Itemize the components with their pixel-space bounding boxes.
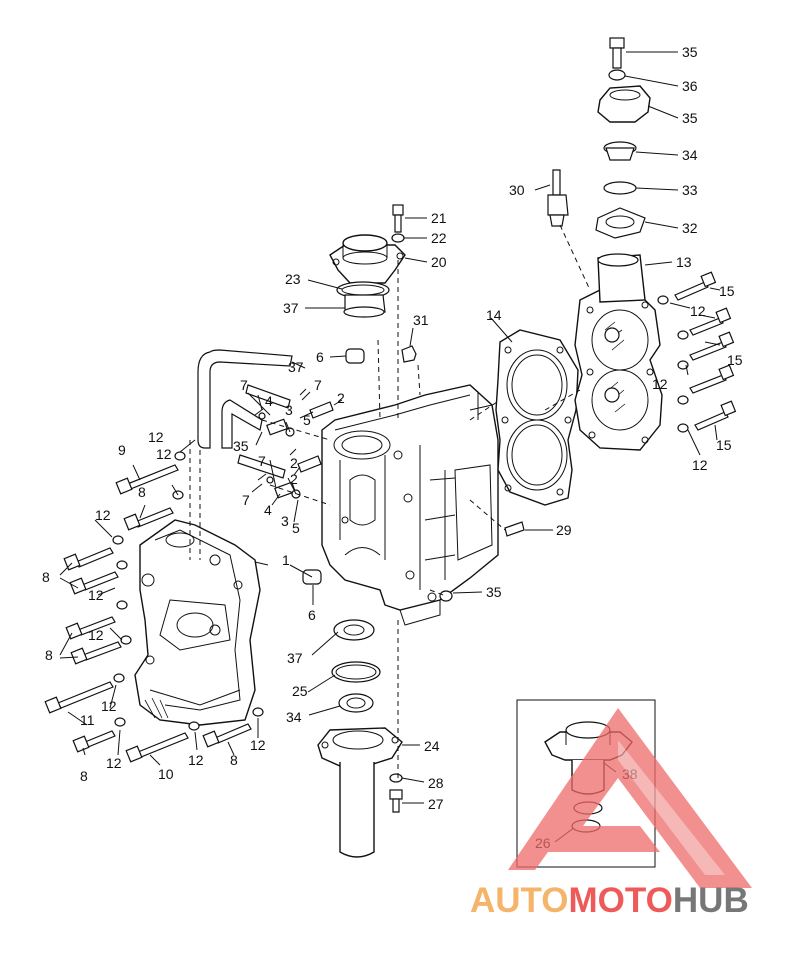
label-3-lower: 3 bbox=[281, 513, 289, 529]
label-12-l2: 12 bbox=[156, 446, 172, 462]
label-6-upper: 6 bbox=[316, 349, 324, 365]
label-32: 35 bbox=[682, 44, 698, 60]
cylinder-block bbox=[321, 384, 499, 626]
label-37-lower: 37 bbox=[287, 650, 303, 666]
label-17: 21 bbox=[431, 210, 447, 226]
label-20: 24 bbox=[424, 738, 440, 754]
cylinder-head bbox=[574, 253, 663, 451]
assembly-centerlines bbox=[189, 224, 591, 780]
label-30: 34 bbox=[682, 147, 698, 163]
label-8-a: 8 bbox=[138, 484, 146, 500]
label-29: 33 bbox=[682, 182, 698, 198]
label-35-right: 35 bbox=[486, 584, 502, 600]
label-13: 13 bbox=[676, 254, 692, 270]
label-26: 30 bbox=[509, 182, 525, 198]
crankcase-bolts bbox=[44, 451, 264, 763]
label-12-l4: 12 bbox=[88, 587, 104, 603]
label-8-c: 8 bbox=[45, 647, 53, 663]
label-7-c: 7 bbox=[258, 453, 266, 469]
label-12-r2: 12 bbox=[652, 376, 668, 392]
label-12-r3: 12 bbox=[692, 457, 708, 473]
label-34: 34 bbox=[286, 709, 302, 725]
label-4-upper: 4 bbox=[265, 393, 273, 409]
label-25: 29 bbox=[556, 522, 572, 538]
label-2-mid: 2 bbox=[290, 471, 298, 487]
thermostat-stack-right bbox=[547, 37, 651, 239]
label-10: 10 bbox=[158, 766, 174, 782]
label-16: 20 bbox=[431, 254, 447, 270]
label-11: 11 bbox=[80, 712, 95, 728]
thermostat-housing-left bbox=[329, 204, 406, 318]
label-2-upper: 2 bbox=[337, 390, 345, 406]
label-1: 1 bbox=[282, 552, 290, 568]
label-4-lower: 4 bbox=[264, 502, 272, 518]
label-7-b: 7 bbox=[314, 377, 322, 393]
label-14: 14 bbox=[486, 307, 502, 323]
label-8-e: 8 bbox=[230, 752, 238, 768]
label-37-upper: 37 bbox=[283, 300, 299, 316]
label-33: 36 bbox=[682, 78, 698, 94]
label-12-l7: 12 bbox=[106, 755, 122, 771]
label-8-d: 8 bbox=[80, 768, 88, 784]
label-18: 22 bbox=[431, 230, 447, 246]
label-12-l3: 12 bbox=[95, 507, 111, 523]
label-6-lower: 6 bbox=[308, 607, 316, 623]
head-bolts bbox=[657, 271, 737, 433]
label-9: 9 bbox=[118, 442, 126, 458]
label-35-left: 35 bbox=[233, 438, 249, 454]
watermark-text-auto: AUTO bbox=[470, 881, 569, 920]
watermark-triangle-logo bbox=[508, 708, 752, 888]
watermark-text-moto: MOTO bbox=[569, 881, 673, 920]
label-12-l8: 12 bbox=[188, 752, 204, 768]
crankcase-half bbox=[134, 519, 261, 726]
label-12-l1: 12 bbox=[148, 429, 164, 445]
head-gasket bbox=[495, 329, 579, 506]
label-24: 28 bbox=[428, 775, 444, 791]
label-31: 35 bbox=[682, 110, 698, 126]
automotohub-watermark bbox=[508, 708, 752, 888]
label-15-a: 15 bbox=[719, 283, 735, 299]
label-28: 32 bbox=[682, 220, 698, 236]
label-12-l6: 12 bbox=[101, 698, 117, 714]
bypass-hose bbox=[197, 349, 293, 479]
lower-seal-housing bbox=[317, 619, 403, 858]
label-5-upper: 5 bbox=[303, 412, 311, 428]
label-7-a: 7 bbox=[240, 377, 248, 393]
label-12-l9: 12 bbox=[250, 737, 266, 753]
label-5-lower: 5 bbox=[292, 520, 300, 536]
label-15-c: 15 bbox=[716, 437, 732, 453]
label-12-r1: 12 bbox=[690, 303, 706, 319]
label-27: 31 bbox=[413, 312, 429, 328]
label-2-lower: 2 bbox=[290, 455, 298, 471]
label-8-b: 8 bbox=[42, 569, 50, 585]
watermark-text: AUTOMOTOHUB bbox=[470, 881, 749, 920]
label-23: 27 bbox=[428, 796, 444, 812]
label-7-d: 7 bbox=[242, 492, 250, 508]
label-36: 37 bbox=[288, 359, 304, 375]
label-3-upper: 3 bbox=[285, 402, 293, 418]
label-19: 23 bbox=[285, 271, 301, 287]
small-fittings bbox=[254, 345, 525, 602]
watermark-text-hub: HUB bbox=[673, 881, 749, 920]
label-21: 25 bbox=[292, 683, 308, 699]
label-15-b: 15 bbox=[727, 352, 743, 368]
label-12-l5: 12 bbox=[88, 627, 104, 643]
